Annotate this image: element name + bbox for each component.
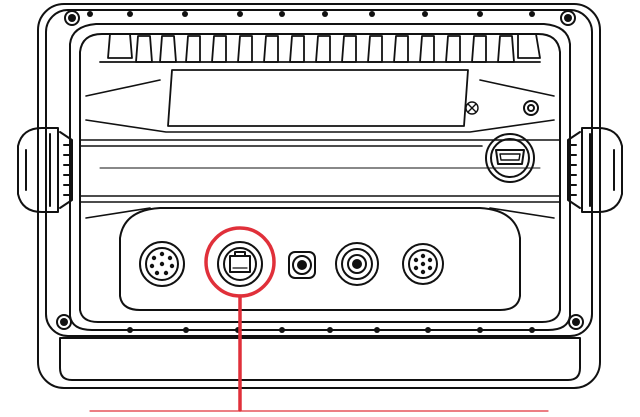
hdmi-port <box>485 133 535 183</box>
housing-outline <box>37 3 601 389</box>
video-in-connector <box>288 251 316 279</box>
vent-symbol <box>465 101 479 115</box>
back-cover <box>69 23 571 331</box>
ribs <box>79 79 561 219</box>
housing-screws <box>60 11 580 333</box>
nmea-connector <box>139 241 185 287</box>
label-recess <box>167 69 469 127</box>
right-bracket-knob <box>567 127 623 213</box>
connector-recess <box>119 207 521 311</box>
sonar-connector <box>335 242 379 286</box>
heatsink-fins <box>99 33 541 63</box>
power-connector <box>402 243 444 285</box>
screw-hole <box>523 100 539 116</box>
ethernet-port <box>217 241 263 287</box>
corner-screw-rings <box>56 10 584 330</box>
